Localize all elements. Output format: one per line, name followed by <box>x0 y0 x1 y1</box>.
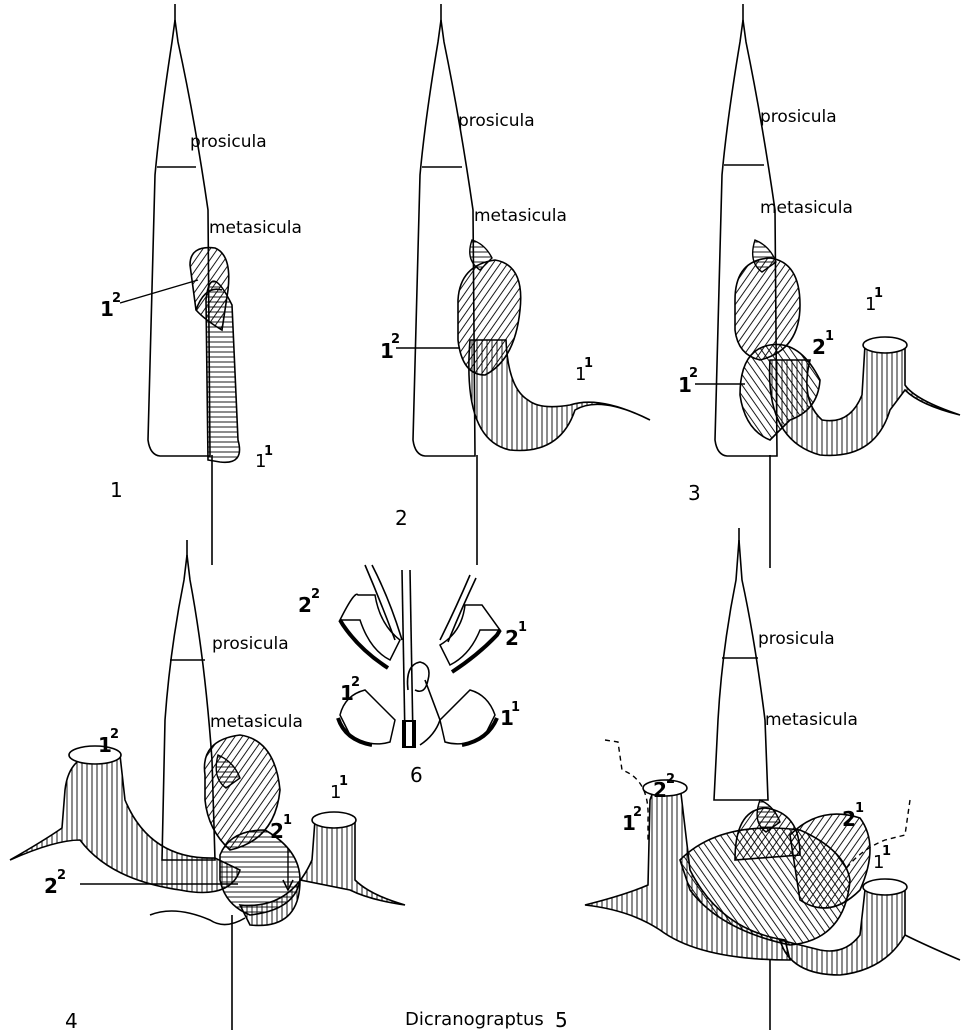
figure-number-4: 4 <box>65 1009 78 1030</box>
metasicula-label-5: metasicula <box>765 710 858 730</box>
theca-sup-4-22: 2 <box>57 868 66 883</box>
theca-sup-4-21: 1 <box>283 813 292 828</box>
figure-1 <box>120 4 240 565</box>
figure-6 <box>338 565 500 748</box>
metasicula-label-1: metasicula <box>209 218 302 238</box>
figure-number-3: 3 <box>688 481 701 505</box>
theca-sup-6-21: 1 <box>518 620 527 635</box>
theca-6-2-2 <box>340 594 400 660</box>
figure-5 <box>585 528 960 1030</box>
theca-sup-2-2: 2 <box>391 332 400 347</box>
theca-label-6-22: 2 <box>298 593 312 617</box>
prosicula-label-5: prosicula <box>758 629 835 649</box>
theca-1-2 <box>458 260 521 375</box>
theca-sup-6-12: 2 <box>351 675 360 690</box>
theca-label-4-22: 2 <box>44 874 58 898</box>
theca-sup-5-11: 1 <box>882 844 891 859</box>
figure-number-2: 2 <box>395 506 408 530</box>
figure-number-6: 6 <box>410 763 423 787</box>
prosicula-label-4: prosicula <box>212 634 289 654</box>
figure-2 <box>396 4 650 565</box>
theca-sup-4-11: 1 <box>339 774 348 789</box>
theca-sup-3-1: 1 <box>874 286 883 301</box>
figure-number-5: 5 <box>555 1008 568 1030</box>
theca-sup-6-11: 1 <box>511 700 520 715</box>
theca-label-6-21: 2 <box>505 626 519 650</box>
prosicula-label-3: prosicula <box>760 107 837 127</box>
theca-sup-2-1: 1 <box>584 356 593 371</box>
theca-label-5-21: 2 <box>842 807 856 831</box>
theca-sup-5-21: 1 <box>855 801 864 816</box>
sicula <box>148 20 210 456</box>
prosicula-label-2: prosicula <box>458 111 535 131</box>
theca-sup-1-2: 2 <box>112 291 121 306</box>
metasicula-label-2: metasicula <box>474 206 567 226</box>
theca-5-2-1 <box>790 814 870 908</box>
theca-label-3-21: 2 <box>812 335 826 359</box>
theca-6-2-1 <box>440 605 500 665</box>
theca-sup-1-1: 1 <box>264 444 273 459</box>
prosicula-label-1: prosicula <box>190 132 267 152</box>
metasicula-label-3: metasicula <box>760 198 853 218</box>
theca-sup-5-12: 2 <box>633 805 642 820</box>
theca-sup-3-21: 1 <box>825 329 834 344</box>
sicula <box>714 540 768 800</box>
figure-number-1: 1 <box>110 478 123 502</box>
theca-1-2 <box>190 248 229 330</box>
theca-sup-3-2: 2 <box>689 366 698 381</box>
theca-sup-4-12: 2 <box>110 727 119 742</box>
theca-label-4-21: 2 <box>270 819 284 843</box>
metasicula-label-4: metasicula <box>210 712 303 732</box>
theca-label-5-22: 2 <box>653 778 667 802</box>
figure-3 <box>695 4 960 568</box>
theca-sup-5-22: 2 <box>666 772 675 787</box>
theca-sup-6-22: 2 <box>311 587 320 602</box>
leader-1-2 <box>120 280 198 303</box>
genus-caption: Dicranograptus <box>405 1009 544 1030</box>
sicula <box>413 20 475 456</box>
